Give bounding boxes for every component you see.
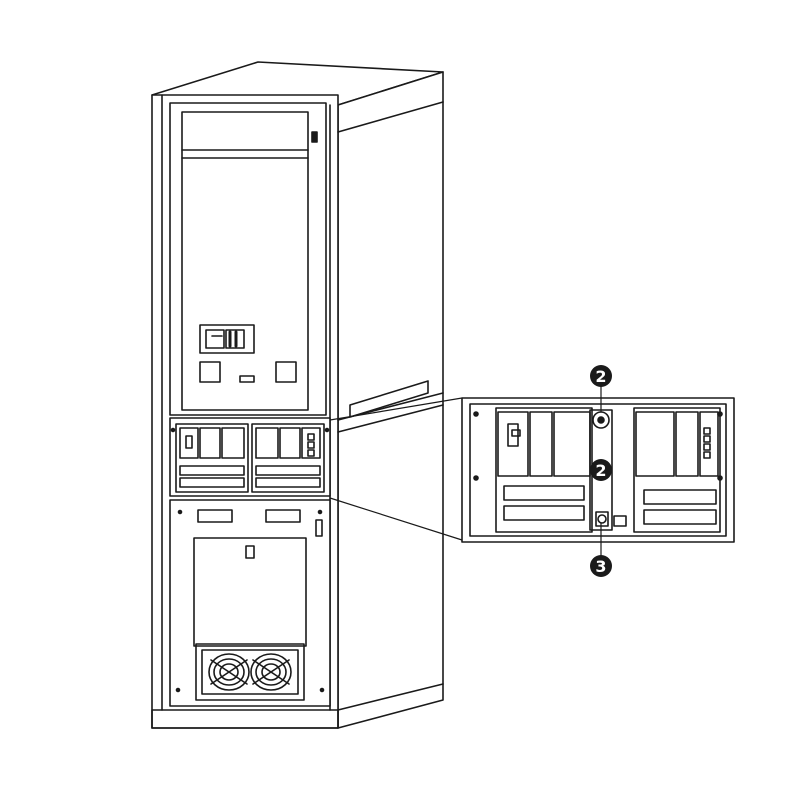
callout-label: 2 [595,367,606,386]
lower-section [169,499,331,707]
zoom-leaders [329,397,463,541]
module-shelf [169,417,331,497]
vent-slot-left [197,509,233,523]
meter-right [275,361,297,383]
fan-unit [195,643,305,701]
detail-panel [461,397,735,543]
callout-label: 3 [595,557,606,576]
meter-left [199,361,221,383]
callout-2-top: 2 [590,365,612,413]
indicator-slot [239,375,255,383]
cabinet-side [337,71,444,729]
door-hinge [311,131,318,143]
callout-label: 2 [595,461,606,480]
callout-2-mid: 2 [590,459,612,481]
lower-door [193,537,307,647]
breaker-panel [199,324,255,354]
upper-door [181,111,318,411]
door-latch [245,545,255,559]
side-seam-lower [337,404,444,433]
vent-slot-right [265,509,301,523]
callout-3: 3 [590,522,612,577]
cabinet-base [151,709,339,729]
side-handle [349,380,429,418]
